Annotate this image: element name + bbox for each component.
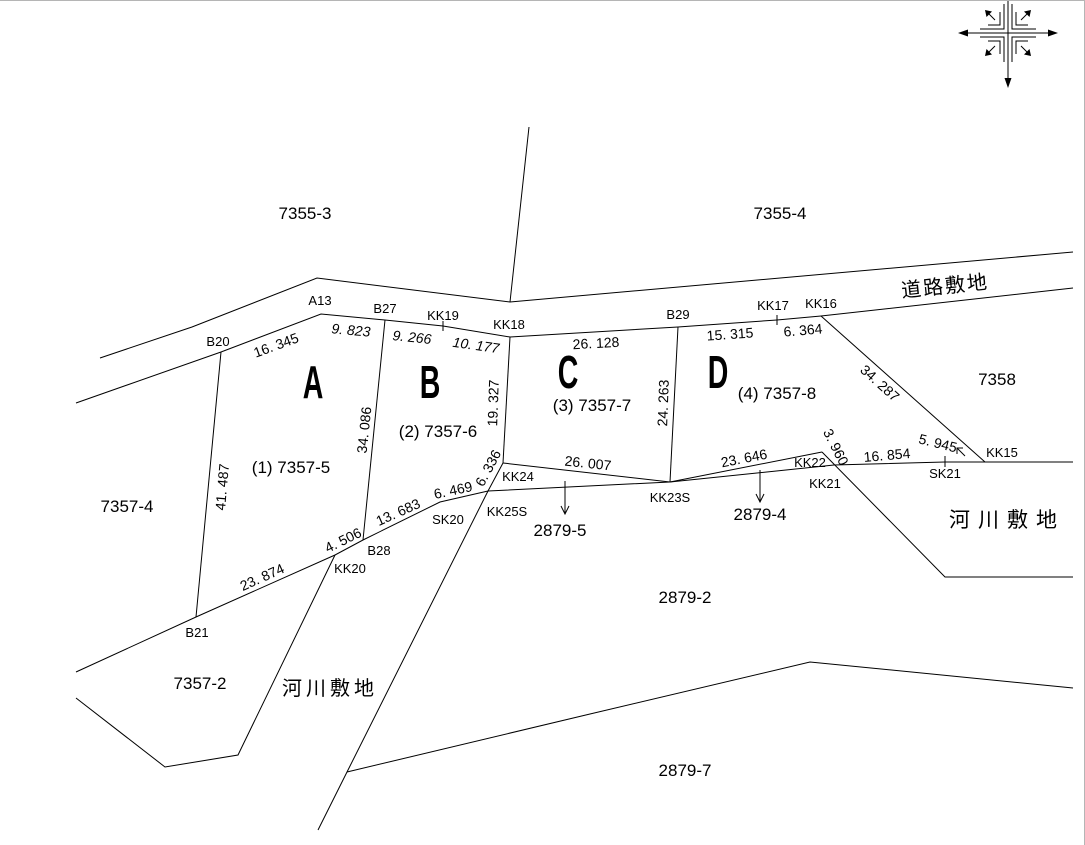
point-label-b29: B29 — [666, 307, 689, 322]
distance-b20-b21: 41. 487 — [212, 463, 232, 511]
road-land-label: 道路敷地 — [900, 270, 990, 302]
distance-b28-sk20: 13. 683 — [373, 495, 422, 529]
point-label-b27: B27 — [373, 301, 396, 316]
distance-kk21-sk21: 16. 854 — [863, 445, 911, 465]
point-label-kk25s: KK25S — [487, 504, 528, 519]
distance-b21-kk20: 23. 874 — [237, 560, 286, 594]
point-label-kk16: KK16 — [805, 296, 837, 311]
lot-label-1: (1) 7357-5 — [252, 458, 330, 477]
river-land-label-west: 河川敷地 — [282, 677, 378, 700]
parcel-label-2879-7: 2879-7 — [659, 761, 712, 780]
distance-b29-kk23s: 24. 263 — [654, 379, 672, 426]
point-label-b28: B28 — [367, 543, 390, 558]
point-label-kk20: KK20 — [334, 561, 366, 576]
boundary-lines — [75, 126, 1074, 831]
point-label-kk22: KK22 — [794, 455, 826, 470]
lot-letter-d: D — [708, 347, 729, 399]
river-land-label-east: 河川敷地 — [949, 509, 1065, 532]
lot-letter-b: B — [420, 357, 441, 409]
distance-kk17-kk16: 6. 364 — [783, 320, 823, 339]
point-label-kk19: KK19 — [427, 308, 459, 323]
parcel-label-7357-4: 7357-4 — [101, 497, 154, 516]
parcel-label-7358: 7358 — [978, 370, 1016, 389]
point-label-b20: B20 — [206, 334, 229, 349]
river-east-boundary — [821, 451, 1073, 578]
distance-kk24-kk25s: 6. 336 — [472, 447, 505, 489]
pointer-sk21-head — [956, 447, 963, 454]
boundary-kk16-kk15 — [820, 315, 986, 463]
down-arrow-icon — [560, 481, 570, 516]
boundary-b20-b21 — [195, 351, 222, 618]
land-use-labels: 道路敷地 河川敷地 河川敷地 — [282, 270, 1065, 700]
boundary-b27-b28 — [362, 319, 386, 541]
road-south-edge — [75, 287, 1074, 404]
lot-label-3: (3) 7357-7 — [553, 396, 631, 415]
boundary-kk18-kk24 — [502, 336, 511, 464]
distance-b20-a13: 16. 345 — [251, 329, 301, 360]
river-west-boundary — [75, 554, 336, 768]
parcel-label-2879-5: 2879-5 — [534, 521, 587, 540]
distance-b29-kk17: 15. 315 — [706, 324, 754, 343]
lot-label-4: (4) 7357-8 — [738, 384, 816, 403]
boundary-2879-2-2879-7 — [346, 661, 1074, 773]
boundary-kk24-kk23s — [502, 462, 671, 483]
boundary-7355-3-7355-4 — [509, 126, 530, 303]
pointer-2879-5-head — [560, 505, 570, 516]
boundary-kk23s-kk22 — [669, 451, 823, 483]
point-label-kk15: KK15 — [986, 445, 1018, 460]
point-label-kk18: KK18 — [493, 317, 525, 332]
parcel-label-7357-2: 7357-2 — [174, 674, 227, 693]
pointer-2879-4-head — [755, 493, 765, 504]
river-center-boundary — [317, 462, 504, 831]
lot-letter-a: A — [303, 357, 324, 409]
pointer-sk21-shaft — [956, 447, 966, 457]
road-north-edge — [99, 251, 1074, 359]
point-label-kk23s: KK23S — [650, 490, 691, 505]
distance-a13-b27: 9. 823 — [331, 320, 371, 339]
lot-letter-c: C — [558, 347, 579, 399]
boundary-b29-kk23s — [669, 326, 679, 483]
distance-b27-b28: 34. 086 — [354, 406, 375, 454]
distance-kk18-b29: 26. 128 — [572, 334, 620, 352]
parcel-label-2879-4: 2879-4 — [734, 505, 787, 524]
survey-point-labels: A13 B27 KK19 KK18 B29 KK17 KK16 B20 KK15… — [185, 293, 1017, 640]
distance-sk21-kk15: 5. 945 — [917, 431, 959, 456]
parcel-label-2879-2: 2879-2 — [659, 588, 712, 607]
parcel-label-7355-3: 7355-3 — [279, 204, 332, 223]
distance-kk18-kk24: 19. 327 — [484, 379, 502, 426]
point-label-sk21: SK21 — [929, 466, 961, 481]
lot-labels: A B C D (1) 7357-5 (2) 7357-6 (3) 7357-7… — [252, 347, 816, 477]
point-label-sk20: SK20 — [432, 512, 464, 527]
north-arrow-icon — [958, 1, 1058, 88]
point-label-kk24: KK24 — [502, 469, 534, 484]
parcel-labels: 7355-3 7355-4 7358 7357-4 7357-2 2879-5 … — [101, 204, 1016, 780]
distance-kk19-kk18: 10. 177 — [452, 334, 502, 357]
point-label-a13: A13 — [308, 293, 331, 308]
distance-b27-kk19: 9. 266 — [392, 327, 433, 347]
distance-kk24-kk23s: 26. 007 — [564, 453, 612, 474]
down-arrow-icon — [755, 470, 765, 504]
distance-kk23s-kk22: 23. 646 — [720, 446, 769, 471]
distance-sk20-kk25s: 6. 469 — [432, 478, 474, 502]
point-label-kk17: KK17 — [757, 298, 789, 313]
parcel-label-7355-4: 7355-4 — [754, 204, 807, 223]
pointer-arrow-icon — [956, 447, 966, 457]
point-label-b21: B21 — [185, 625, 208, 640]
point-label-kk21: KK21 — [809, 476, 841, 491]
lot-label-2: (2) 7357-6 — [399, 422, 477, 441]
